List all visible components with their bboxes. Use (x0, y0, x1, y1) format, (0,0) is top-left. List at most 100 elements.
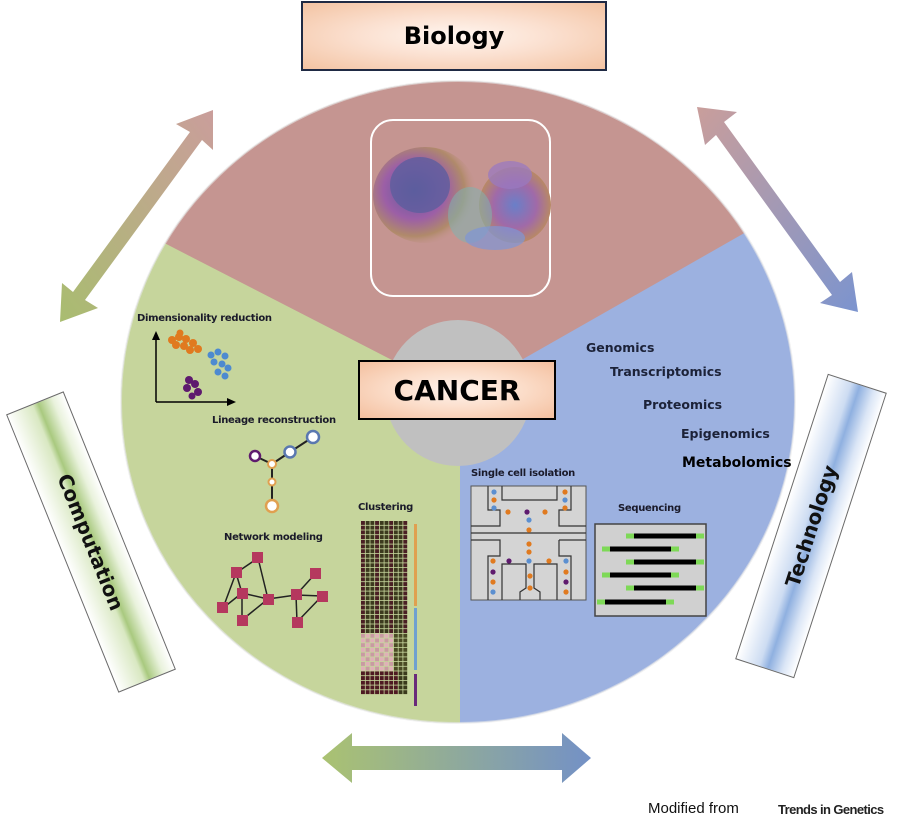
heatmap-cell (398, 525, 403, 530)
heatmap-cell (370, 633, 375, 638)
heatmap-cell (384, 558, 389, 563)
heatmap-cell (375, 671, 379, 676)
heatmap-cell (370, 600, 375, 605)
heatmap-cell (398, 553, 403, 558)
heatmap-cell (375, 624, 379, 629)
heatmap-cell (384, 633, 389, 638)
heatmap-cell (379, 572, 384, 577)
heatmap-cell (365, 676, 370, 680)
lineage-tree (248, 429, 321, 514)
heatmap-cell (403, 662, 408, 666)
heatmap-cell (375, 638, 379, 643)
heatmap-cell (365, 544, 370, 549)
heatmap-cell (361, 685, 365, 690)
heatmap-cell (370, 525, 375, 530)
heatmap-cell (389, 521, 394, 525)
heatmap-cell (375, 535, 379, 539)
heatmap-cell (384, 647, 389, 652)
heatmap-cell (389, 652, 394, 657)
heatmap-cell (365, 577, 370, 582)
read-adapter (626, 533, 636, 539)
heatmap-cell (384, 544, 389, 549)
heatmap-cell (361, 624, 365, 629)
lineage-reconstruction-label: Lineage reconstruction (212, 415, 336, 426)
heatmap-cell (379, 563, 384, 568)
heatmap-cell (361, 582, 365, 586)
heatmap-cell (375, 652, 379, 657)
heatmap-cell (393, 530, 398, 535)
heatmap-cell (398, 577, 403, 582)
heatmap-cell (379, 591, 384, 596)
read-adapter (626, 559, 636, 565)
heatmap-cell (393, 596, 398, 601)
heatmap-cell (393, 525, 398, 530)
heatmap-cell (361, 676, 365, 680)
cell-dot (546, 558, 552, 564)
heatmap-cell (398, 586, 403, 591)
cell-dot (490, 579, 496, 585)
heatmap-cell (379, 530, 384, 535)
cell-dot (563, 558, 569, 564)
heatmap-cell (361, 600, 365, 605)
dimensionality-reduction-plot (152, 329, 236, 406)
heatmap-cell (403, 657, 408, 662)
heatmap-cell (398, 676, 403, 680)
heatmap-cell (389, 629, 394, 633)
heatmap-cell (403, 629, 408, 633)
cell-dot (490, 569, 496, 575)
heatmap-cell (365, 586, 370, 591)
heatmap-cell (375, 615, 379, 619)
heatmap-cell (379, 568, 384, 572)
cell-dot (526, 527, 532, 533)
heatmap-cell (393, 676, 398, 680)
cell-dot (506, 558, 512, 564)
heatmap-cell (398, 615, 403, 619)
heatmap-cell (375, 577, 379, 582)
heatmap-cell (379, 582, 384, 586)
heatmap-cell (403, 680, 408, 685)
heatmap-cell (398, 652, 403, 657)
heatmap-cell (393, 563, 398, 568)
heatmap-cell (403, 568, 408, 572)
heatmap-cell (384, 535, 389, 539)
heatmap-cell (384, 652, 389, 657)
heatmap-cell (361, 610, 365, 615)
heatmap-cell (365, 615, 370, 619)
heatmap-cell (365, 647, 370, 652)
heatmap-cell (403, 605, 408, 610)
heatmap-cell (384, 643, 389, 648)
heatmap-cell (389, 535, 394, 539)
heatmap-cell (384, 615, 389, 619)
heatmap-cell (365, 553, 370, 558)
heatmap-cell (384, 577, 389, 582)
heatmap-cell (398, 558, 403, 563)
heatmap-cell (375, 553, 379, 558)
heatmap-cell (393, 633, 398, 638)
heatmap-cell (403, 544, 408, 549)
heatmap-cell (398, 624, 403, 629)
heatmap-cell (389, 558, 394, 563)
cell-dot (563, 579, 569, 585)
heatmap-cell (361, 539, 365, 544)
heatmap-cell (370, 596, 375, 601)
cell-dot (563, 569, 569, 575)
heatmap-cell (375, 662, 379, 666)
heatmap-cell (370, 690, 375, 695)
heatmap-cell (365, 535, 370, 539)
heatmap-cell (389, 624, 394, 629)
heatmap-cell (403, 666, 408, 671)
read-adapter (626, 585, 636, 591)
sequencing-label: Sequencing (618, 503, 681, 514)
heatmap-cell (403, 586, 408, 591)
heatmap-cell (361, 657, 365, 662)
heatmap-cell (365, 624, 370, 629)
heatmap-cell (389, 690, 394, 695)
heatmap-cell (398, 643, 403, 648)
heatmap-cell (403, 619, 408, 624)
heatmap-cell (393, 619, 398, 624)
heatmap-cell (403, 553, 408, 558)
heatmap-cell (365, 652, 370, 657)
heatmap-cell (361, 638, 365, 643)
cell-dot (562, 489, 568, 495)
heatmap-cell (379, 633, 384, 638)
